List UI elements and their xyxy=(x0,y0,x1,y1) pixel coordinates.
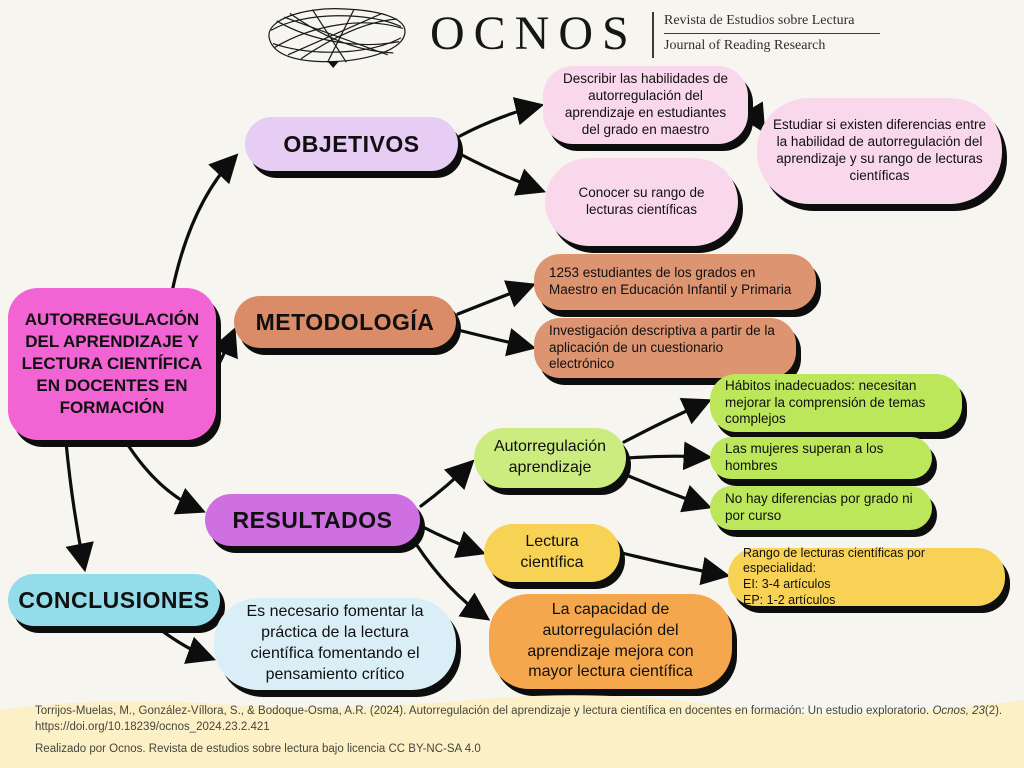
bubble-capacidad: La capacidad de autorregulación del apre… xyxy=(489,594,732,689)
citation-text: Torrijos-Muelas, M., González-Víllora, S… xyxy=(35,705,933,717)
ocnos-logo-text: OCNOS xyxy=(430,7,638,60)
journal-name-es: Revista de Estudios sobre Lectura xyxy=(664,13,880,34)
resultados-box: RESULTADOS xyxy=(205,494,420,546)
footer-license: Realizado por Ocnos. Revista de estudios… xyxy=(35,743,481,755)
bubble-diseno: Investigación descriptiva a partir de la… xyxy=(534,318,796,378)
bubble-conocer: Conocer su rango de lecturas científicas xyxy=(545,158,738,246)
header-divider xyxy=(652,12,654,58)
bubble-estudiar: Estudiar si existen diferencias entre la… xyxy=(757,98,1002,204)
bubble-muestra: 1253 estudiantes de los grados en Maestr… xyxy=(534,254,816,310)
bubble-autorregulacion: Autorregulación aprendizaje xyxy=(474,428,626,488)
bubble-mujeres: Las mujeres superan a los hombres xyxy=(710,437,932,479)
bubble-no-diferencias: No hay diferencias por grado ni por curs… xyxy=(710,486,932,530)
objetivos-box: OBJETIVOS xyxy=(245,117,458,171)
bubble-describir: Describir las habilidades de autorregula… xyxy=(543,66,748,144)
footer-citation: Torrijos-Muelas, M., González-Víllora, S… xyxy=(35,703,1002,719)
conclusiones-box: CONCLUSIONES xyxy=(8,574,220,626)
footer-band xyxy=(0,695,1024,768)
journal-taglines: Revista de Estudios sobre Lectura Journa… xyxy=(664,13,880,54)
citation-issue: (2). xyxy=(984,705,1003,717)
metodologia-box: METODOLOGÍA xyxy=(234,296,456,348)
root-topic-box: AUTORREGULACIÓN DEL APRENDIZAJE Y LECTUR… xyxy=(8,288,216,440)
bubble-lectura: Lectura científica xyxy=(484,524,620,582)
bubble-fomentar: Es necesario fomentar la práctica de la … xyxy=(214,598,456,690)
bubble-rango: Rango de lecturas científicas por especi… xyxy=(728,546,1005,607)
bubble-habitos: Hábitos inadecuados: necesitan mejorar l… xyxy=(710,374,962,432)
journal-name-en: Journal of Reading Research xyxy=(664,38,826,53)
ocnos-logo-scribble-icon xyxy=(252,4,420,68)
citation-journal: Ocnos, 23 xyxy=(932,705,985,717)
footer-doi: https://doi.org/10.18239/ocnos_2024.23.2… xyxy=(35,721,270,733)
